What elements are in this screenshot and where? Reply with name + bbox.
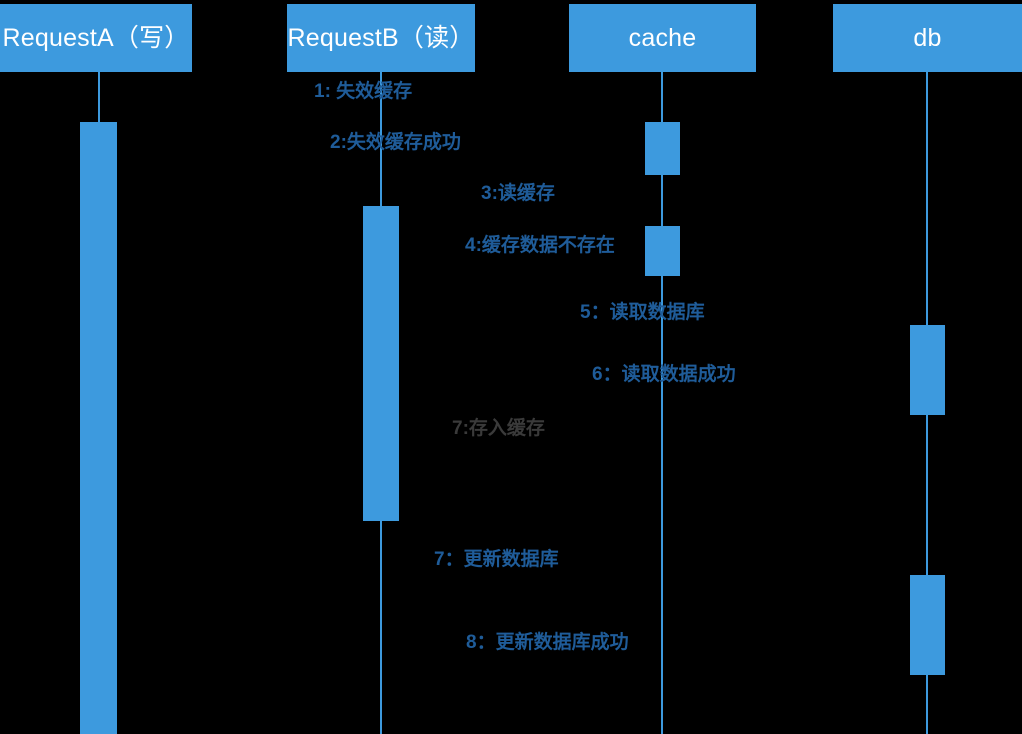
activation-bar-requestA xyxy=(80,122,117,734)
message-label-7-store-cache: 7:存入缓存 xyxy=(452,418,545,439)
message-label-4: 4:缓存数据不存在 xyxy=(465,235,615,256)
message-label-6: 6：读取数据成功 xyxy=(592,364,736,385)
activation-bar-requestB xyxy=(363,206,399,521)
participant-cache[interactable]: cache xyxy=(569,4,756,72)
activation-bar-cache-2 xyxy=(645,226,680,276)
activation-bar-cache-1 xyxy=(645,122,680,175)
participant-requestA[interactable]: RequestA（写） xyxy=(0,4,192,72)
message-label-5: 5：读取数据库 xyxy=(580,302,705,323)
lifeline-cache xyxy=(661,72,663,734)
participant-label-requestA: RequestA（写） xyxy=(2,23,190,52)
activation-bar-db-1 xyxy=(910,325,945,415)
participant-db[interactable]: db xyxy=(833,4,1022,72)
activation-bar-db-2 xyxy=(910,575,945,675)
message-label-2: 2:失效缓存成功 xyxy=(330,132,461,153)
message-label-1: 1: 失效缓存 xyxy=(314,81,413,102)
participant-label-requestB: RequestB（读） xyxy=(287,23,475,52)
message-label-7-update-db: 7：更新数据库 xyxy=(434,549,559,570)
participant-requestB[interactable]: RequestB（读） xyxy=(287,4,475,72)
message-label-3: 3:读缓存 xyxy=(481,183,555,204)
participant-label-db: db xyxy=(913,23,942,52)
participant-label-cache: cache xyxy=(628,23,697,52)
message-label-8: 8：更新数据库成功 xyxy=(466,632,629,653)
